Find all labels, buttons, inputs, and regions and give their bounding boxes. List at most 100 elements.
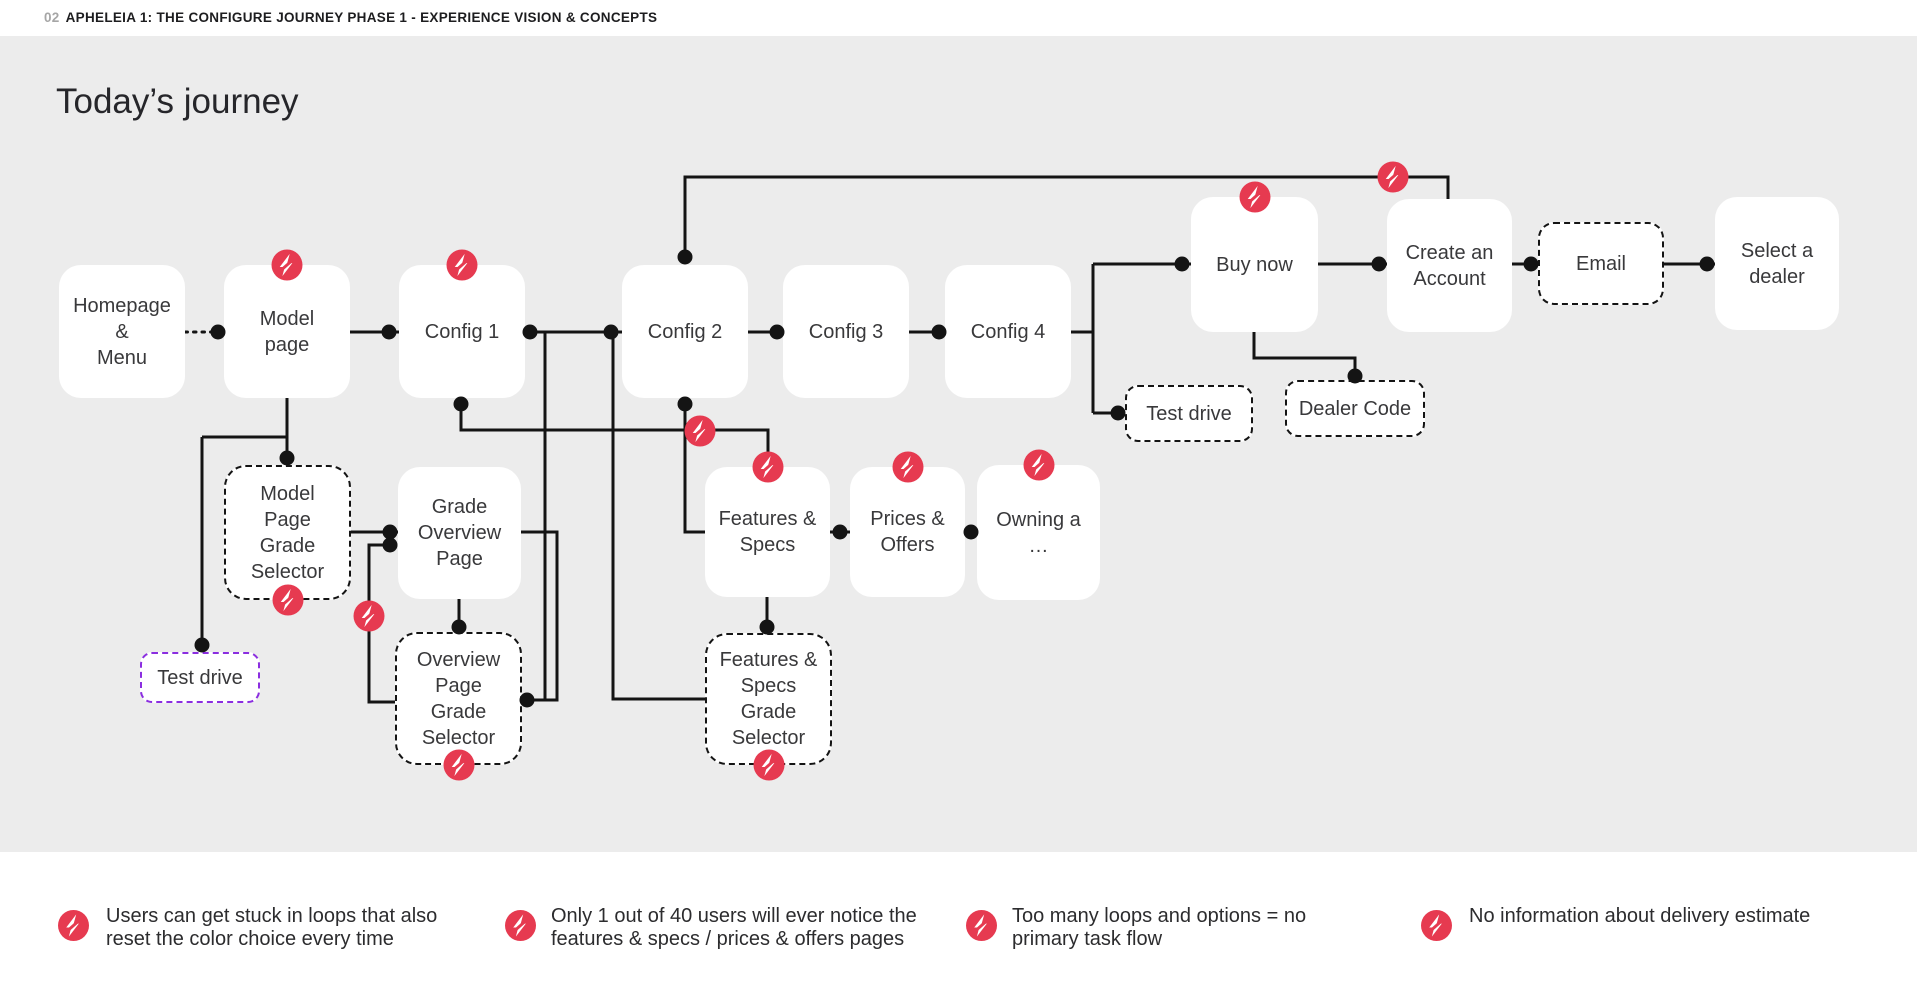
node-label-line: Dealer Code [1298,397,1412,420]
node-label-line: page [264,333,310,356]
node-label-line: Model [259,307,315,330]
node-config-1[interactable]: Config 1 [399,265,525,398]
node-issue-marker [446,249,478,281]
node-label-line: … [1028,534,1049,557]
annotation-text-line: Only 1 out of 40 users will ever notice … [551,905,917,927]
node-label-line: Features & [718,508,817,530]
flash-off-icon [505,910,536,941]
flash-off-icon [272,584,303,616]
flash-off-icon [966,910,997,941]
node-homepage-menu[interactable]: Homepage&Menu [59,265,185,398]
node-label-line: Config 2 [647,320,723,343]
node-email[interactable]: Email [1538,222,1664,305]
node-select-dealer[interactable]: Select a dealer [1715,197,1839,330]
node-label-line: dealer [1749,265,1805,288]
bottom-strip [0,852,1917,994]
connection-dot [832,524,848,540]
node-label-line: Model [260,482,315,505]
connection-dot [603,324,619,340]
annotation-2: Only 1 out of 40 users will ever notice … [505,905,917,951]
node-test-drive-right[interactable]: Test drive [1125,385,1253,442]
node-label-line: Specs [740,675,797,697]
node-label-line: Email [1575,252,1626,275]
flash-off-icon [752,451,783,483]
edge-config1-to-features [459,398,770,467]
edge-issue-marker [684,415,716,447]
node-label-line: Account [1413,267,1486,290]
node-label-line: Features & [719,649,818,671]
node-dealer-code[interactable]: Dealer Code [1285,380,1425,437]
annotation-issue-icon [505,910,536,941]
node-label-line: Menu [96,346,148,369]
node-model-page[interactable]: Model page [224,265,350,398]
node-owning-a[interactable]: Owning a … [977,465,1100,600]
connection-dot [1174,256,1190,272]
slide-number: 02 [44,10,60,25]
slide-header: 02 APHELEIA 1: THE CONFIGURE JOURNEY PHAS… [44,10,657,25]
flash-off-icon [443,749,474,781]
node-buy-now[interactable]: Buy now [1191,197,1318,332]
node-features-specs[interactable]: Features &Specs [705,467,830,597]
node-config-4[interactable]: Config 4 [945,265,1071,398]
edge-config2-feedback-loop [683,175,1450,257]
annotation-text-line: No information about delivery estimate [1469,905,1811,927]
node-label-line: Grade [740,701,797,723]
node-label-line: Grade [259,534,316,557]
flash-off-icon [1421,910,1452,941]
top-strip [0,0,1917,36]
flash-off-icon [753,749,784,781]
connection-dot [382,524,398,540]
node-label-line: Owning a [996,508,1081,531]
flash-off-icon [892,451,923,483]
flash-off-icon [271,249,303,281]
node-label-line: Selector [731,727,806,749]
annotation-text-line: features & specs / prices & offers pages [551,928,905,950]
node-label-line: Config 4 [970,320,1046,343]
node-label-line: Config 1 [424,320,500,343]
connection-dot [677,249,693,265]
connection-dot [194,637,210,653]
flash-off-icon [353,600,385,632]
edge-buynow-to-dealercode [1252,332,1357,380]
flash-off-icon [446,249,478,281]
node-label-line: Offers [880,534,935,556]
connection-dot [382,537,398,553]
page-title: Today’s journey [56,82,299,121]
slide-header-title: APHELEIA 1: THE CONFIGURE JOURNEY PHASE … [65,10,658,25]
node-label-line: Select a [1740,239,1814,262]
node-label-line: Overview [416,648,501,671]
edge-issue-marker [1377,161,1409,193]
node-issue-marker [271,249,303,281]
node-issue-marker [753,749,784,781]
node-prices-offers[interactable]: Prices & Offers [850,467,965,597]
node-issue-marker [1239,181,1270,213]
annotation-issue-icon [58,910,89,941]
annotation-text-line: reset the color choice every time [106,928,394,950]
flash-off-icon [58,910,89,941]
flash-off-icon [1023,449,1054,481]
node-issue-marker [272,584,303,616]
node-label-line: Test drive [157,666,243,689]
connection-dot [1699,256,1715,272]
annotation-4: No information about delivery estimate [1421,905,1810,941]
connection-dot [453,396,469,412]
node-config-3[interactable]: Config 3 [783,265,909,398]
edge-gradeoverview-loop-right [521,530,559,702]
annotation-text-line: Too many loops and options = no [1012,905,1307,927]
node-label-line: Page [435,674,482,697]
node-label-line: Page [264,508,311,531]
connection-dot [1110,405,1126,421]
node-test-drive-left[interactable]: Test drive [140,652,260,703]
node-label-line: Prices & [870,508,945,530]
node-config-2[interactable]: Config 2 [622,265,748,398]
node-label-line: Grade [430,700,487,723]
node-issue-marker [752,451,783,483]
